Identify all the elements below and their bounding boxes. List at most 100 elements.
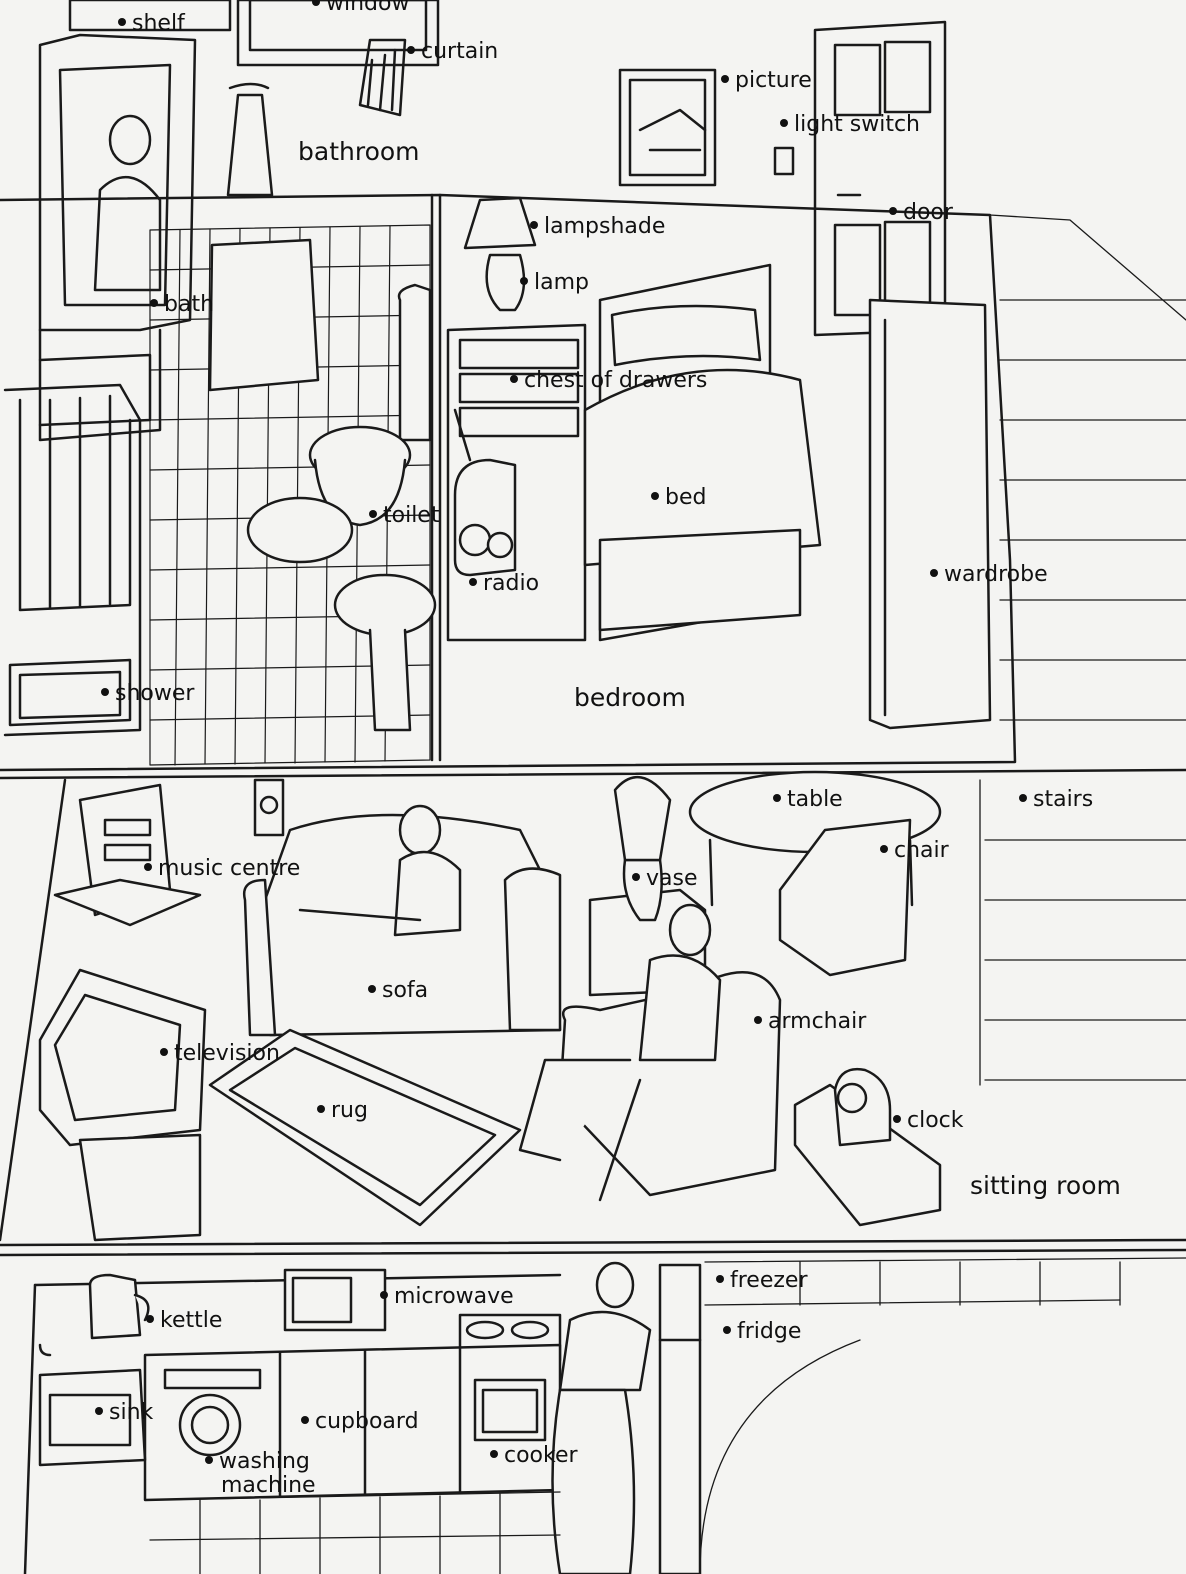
label-clock-text: clock <box>907 1108 964 1133</box>
label-chest-of-drawers-text: chest of drawers <box>524 368 708 393</box>
bullet-icon <box>312 0 320 6</box>
label-television-text: television <box>174 1041 280 1066</box>
label-door: door <box>889 200 953 226</box>
picture-drawing <box>618 68 717 187</box>
kitchen-floor-tiles <box>149 1491 561 1574</box>
label-kettle-text: kettle <box>160 1308 223 1333</box>
label-chair: chair <box>880 838 949 864</box>
sitting-room-outline <box>0 778 1186 1257</box>
label-microwave: microwave <box>380 1284 514 1310</box>
label-shelf: shelf <box>118 11 185 37</box>
bath-drawing <box>38 33 197 442</box>
bath-mat-drawing <box>208 238 320 392</box>
label-curtain: curtain <box>407 39 498 65</box>
label-bed: bed <box>651 485 706 511</box>
cooker-drawing <box>473 1378 547 1442</box>
label-armchair-text: armchair <box>768 1009 867 1034</box>
stairs-drawing <box>979 214 1186 1086</box>
label-shower: shower <box>101 681 194 707</box>
label-light-switch: light switch <box>780 112 920 138</box>
sofa-drawing <box>242 804 562 1037</box>
bullet-icon <box>880 845 888 853</box>
label-cupboard-text: cupboard <box>315 1409 419 1434</box>
label-radio-text: radio <box>483 571 540 596</box>
clock-table-drawing <box>793 1067 942 1227</box>
label-music-centre-text: music centre <box>158 856 301 881</box>
television-drawing <box>38 968 207 1242</box>
label-bed-text: bed <box>665 485 707 510</box>
label-lamp: lamp <box>520 270 589 296</box>
shelf-drawing <box>68 0 232 32</box>
label-shower-text: shower <box>115 681 195 706</box>
label-shelf-text: shelf <box>132 11 185 36</box>
bullet-icon <box>490 1450 498 1458</box>
bullet-icon <box>520 277 528 285</box>
label-lampshade: lampshade <box>530 214 665 240</box>
kettle-drawing <box>88 1273 150 1340</box>
lamp-drawing <box>463 196 537 312</box>
bullet-icon <box>716 1275 724 1283</box>
upper-floor-outline <box>0 193 1186 780</box>
label-lamp-text: lamp <box>534 270 589 295</box>
label-toilet: toilet <box>369 503 439 529</box>
label-sink-text: sink <box>109 1400 154 1425</box>
label-fridge: fridge <box>723 1319 801 1345</box>
label-picture: picture <box>721 68 812 94</box>
radio-drawing <box>453 408 517 577</box>
label-picture-text: picture <box>735 68 812 93</box>
label-wardrobe: wardrobe <box>930 562 1048 588</box>
label-clock: clock <box>893 1108 964 1134</box>
room-title-sitting-room: sitting room <box>970 1171 1121 1200</box>
bullet-icon <box>160 1048 168 1056</box>
label-window: window <box>312 0 409 17</box>
door-drawing <box>813 20 947 337</box>
fridge-freezer-drawing <box>658 1263 702 1574</box>
bed-drawing <box>583 263 822 642</box>
bullet-icon <box>146 1315 154 1323</box>
towel-drawing <box>226 82 274 197</box>
bullet-icon <box>118 18 126 26</box>
label-curtain-text: curtain <box>421 39 499 64</box>
label-bath: bath <box>150 292 214 318</box>
label-freezer-text: freezer <box>730 1268 808 1293</box>
label-rug: rug <box>317 1098 368 1124</box>
label-microwave-text: microwave <box>394 1284 514 1309</box>
label-stairs: stairs <box>1019 787 1093 813</box>
label-chest-of-drawers: chest of drawers <box>510 368 707 394</box>
light-switch-drawing <box>773 146 795 176</box>
chair-drawing <box>778 818 912 977</box>
label-sink: sink <box>95 1400 153 1426</box>
bullet-icon <box>150 299 158 307</box>
basin-drawing <box>333 573 437 732</box>
bullet-icon <box>301 1416 309 1424</box>
label-freezer: freezer <box>716 1268 808 1294</box>
label-cupboard: cupboard <box>301 1409 419 1435</box>
label-rug-text: rug <box>331 1098 368 1123</box>
label-washing-machine-line2: machine <box>221 1473 316 1498</box>
label-light-switch-text: light switch <box>794 112 920 137</box>
label-vase-text: vase <box>646 866 698 891</box>
label-table-text: table <box>787 787 843 812</box>
shower-drawing <box>3 383 142 737</box>
bullet-icon <box>317 1105 325 1113</box>
bullet-icon <box>930 569 938 577</box>
label-cooker-text: cooker <box>504 1443 578 1468</box>
bullet-icon <box>101 688 109 696</box>
woman-figure-drawing <box>551 1261 652 1574</box>
bullet-icon <box>773 794 781 802</box>
label-television: television <box>160 1041 280 1067</box>
bullet-icon <box>407 46 415 54</box>
bullet-icon <box>754 1016 762 1024</box>
label-vase: vase <box>632 866 698 892</box>
bullet-icon <box>205 1456 213 1464</box>
bullet-icon <box>95 1407 103 1415</box>
bullet-icon <box>469 578 477 586</box>
label-armchair: armchair <box>754 1009 866 1035</box>
washing-machine-drawing <box>163 1368 262 1457</box>
label-door-text: door <box>903 200 953 225</box>
bullet-icon <box>721 75 729 83</box>
rug-drawing <box>208 1028 522 1227</box>
bullet-icon <box>369 510 377 518</box>
